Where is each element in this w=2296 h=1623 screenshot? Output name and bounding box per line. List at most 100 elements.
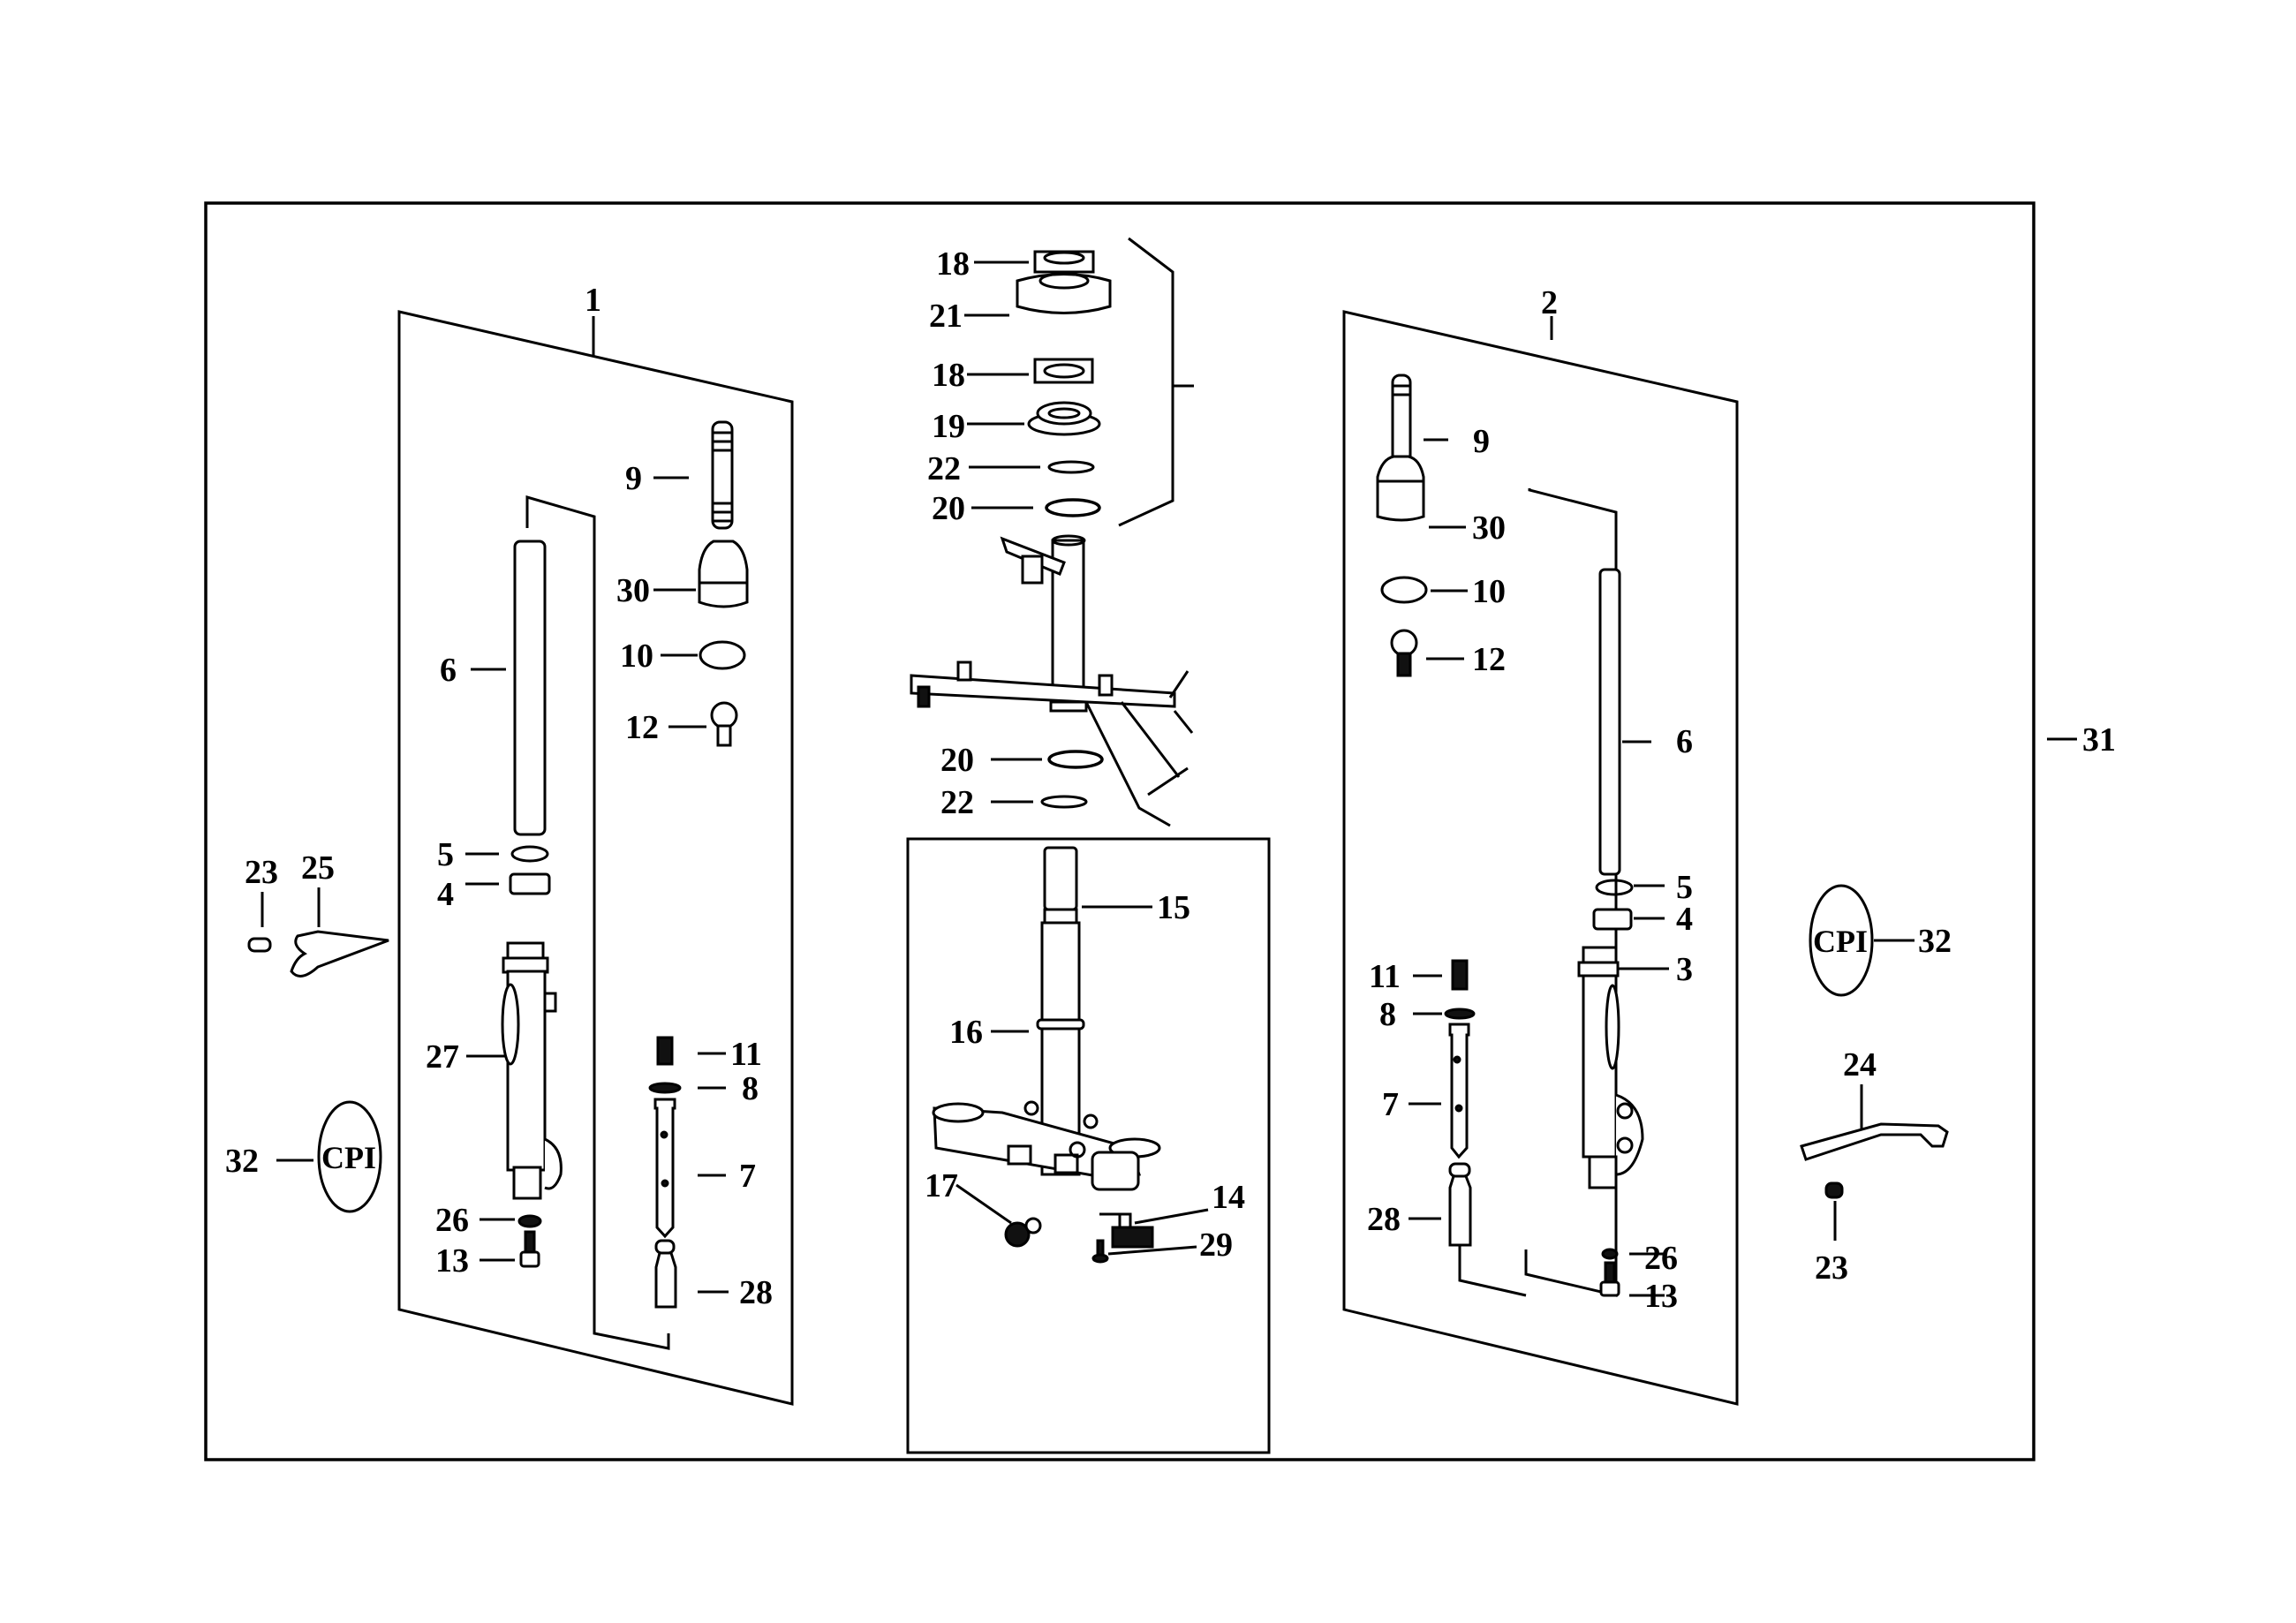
bracket-25 [290,930,389,978]
callout-9: 9 [625,460,642,497]
left-oring-10 [699,640,746,670]
left-inner-tube-6 [513,540,547,836]
leader-29 [1107,1245,1197,1256]
callout-24: 24 [1843,1046,1877,1083]
left-spacer-11 [656,1036,674,1066]
left-fork-group: 1 9 30 10 12 6 5 [397,282,794,1406]
right-cap-30 [1376,455,1425,522]
bearing-20-bottom [1047,750,1104,769]
frame-head-tube [910,534,1194,827]
screw-29 [1091,1239,1109,1264]
right-piece-28 [1448,1162,1472,1247]
callout-23-right: 23 [1815,1249,1848,1287]
right-inner-bracket [1524,488,1618,1297]
right-damper-rod-7 [1448,1023,1470,1159]
callout-7: 7 [739,1158,756,1195]
callout-15: 15 [1157,889,1190,926]
right-stud-9 [1391,374,1412,483]
group-2-label: 2 [1541,284,1558,321]
callout-4-right: 4 [1676,901,1693,938]
steering-top-group: 18 21 18 19 22 20 [910,237,1194,827]
callout-5-right: 5 [1676,869,1693,906]
callout-8: 8 [742,1070,759,1107]
callout-10: 10 [620,638,653,675]
bracket-24 [1800,1122,1949,1161]
callout-22b: 22 [940,784,974,821]
cpi-text-right: CPI [1813,924,1868,959]
leader-14 [1134,1208,1209,1225]
callout-20a: 20 [932,490,965,527]
steering-stem-box: 15 16 17 14 [906,837,1271,1454]
screw-23-left [247,937,272,953]
washer-21 [1016,272,1112,314]
ring-22-bottom [1040,795,1088,809]
right-inner-tube-6 [1598,568,1621,876]
left-outside-parts: 23 25 32 CPI [225,849,389,1213]
right-outside-parts: CPI 32 24 23 [1800,884,1952,1287]
right-spacer-11 [1451,959,1469,991]
callout-26-right: 26 [1644,1240,1678,1277]
left-cap-30 [698,540,749,608]
left-outer-tube-27 [501,941,563,1200]
cpi-badge-left [317,1100,382,1213]
callout-22a: 22 [927,450,961,487]
right-seal-4 [1592,908,1633,931]
callout-17: 17 [925,1167,958,1204]
callout-3: 3 [1676,951,1693,988]
leader-17 [955,1183,1012,1225]
callout-6: 6 [440,652,457,689]
race-19 [1027,401,1101,436]
callout-6-right: 6 [1676,723,1693,760]
callout-27: 27 [426,1038,459,1076]
bolt-17 [1004,1217,1042,1248]
callout-21: 21 [929,298,963,335]
callout-12: 12 [625,709,659,746]
left-ring-8 [648,1082,682,1094]
callout-12-right: 12 [1472,641,1506,678]
callout-9-right: 9 [1473,423,1490,460]
callout-28-right: 28 [1367,1201,1401,1238]
screw-23-right [1824,1181,1844,1199]
callout-19: 19 [932,408,965,445]
callout-32-right: 32 [1918,923,1952,960]
callout-30-right: 30 [1472,510,1506,547]
cpi-text-left: CPI [321,1140,376,1175]
right-ring-8 [1444,1008,1476,1020]
callout-20b: 20 [940,742,974,779]
steering-top-bracket [1118,237,1174,527]
right-fork-group: 2 9 30 10 12 6 [1342,284,1739,1406]
callout-30: 30 [616,572,650,609]
right-bolt-13 [1599,1261,1620,1297]
right-bolt-12 [1390,629,1418,677]
nut-18-top [1033,250,1095,274]
callout-13: 13 [435,1242,469,1280]
callout-31: 31 [2082,721,2116,759]
nut-18-second [1033,358,1094,384]
stem-box-frame [906,837,1271,1454]
callout-16: 16 [949,1014,983,1051]
callout-28: 28 [739,1274,773,1311]
callout-25: 25 [301,849,335,887]
cpi-badge-right [1809,884,1874,997]
left-ring-5 [510,845,549,863]
right-fork-panel [1342,310,1739,1406]
callout-10-right: 10 [1472,573,1506,610]
left-piece-28 [654,1239,677,1309]
callout-13-right: 13 [1644,1278,1678,1315]
left-seal-4 [509,872,551,895]
callout-14: 14 [1212,1179,1245,1216]
ring-22-top [1047,460,1095,474]
callout-11: 11 [730,1036,762,1073]
callout-18b: 18 [932,357,965,394]
right-oring-10 [1380,576,1428,604]
left-bolt-13 [519,1230,540,1268]
callout-18a: 18 [936,245,970,283]
callout-23-left: 23 [245,854,278,891]
callout-26: 26 [435,1202,469,1239]
callout-8-right: 8 [1379,996,1396,1033]
lower-triple-clamp [932,1100,1161,1191]
right-outer-tube-3 [1577,946,1644,1189]
left-damper-rod-7 [653,1098,676,1239]
callout-4: 4 [437,876,454,913]
